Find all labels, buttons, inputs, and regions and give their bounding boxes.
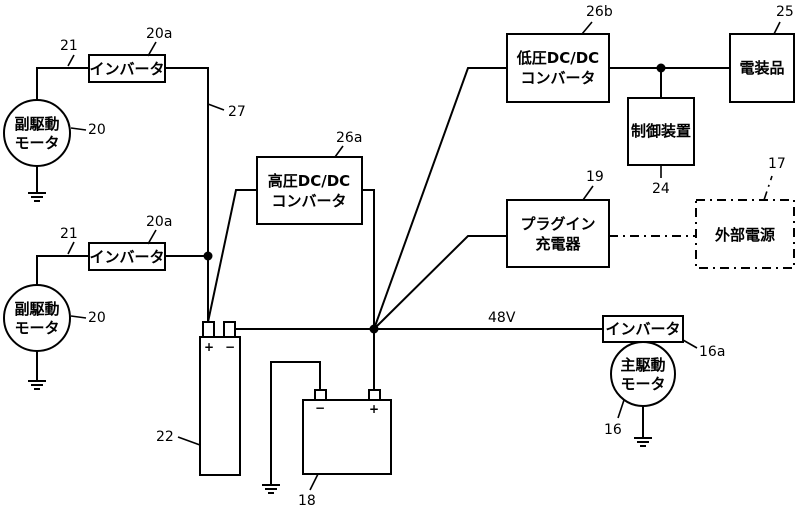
battery-18-minus-terminal xyxy=(314,389,327,401)
electrical-equipment-ref-leader xyxy=(773,21,781,35)
lv-converter-line1: 低圧DC/DC xyxy=(516,49,599,67)
electrical-equipment xyxy=(729,33,795,103)
hv-converter-line1: 高圧DC/DC xyxy=(268,172,350,190)
lv-converter-ref-leader xyxy=(581,21,593,35)
motor-lower-line2: モータ xyxy=(14,319,59,337)
motor-upper-line1: 副駆動 xyxy=(14,115,59,133)
wire-21-upper-leader xyxy=(67,54,75,67)
hv-converter-line2: コンバータ xyxy=(271,192,346,210)
main-motor-ref-leader xyxy=(617,399,625,419)
plugin-charger-group: プラグイン 充電器 19 xyxy=(506,169,696,268)
battery-18-plus-terminal xyxy=(368,389,381,401)
controller-label: 制御装置 xyxy=(631,122,691,140)
wire-inverter-upper-to-bus xyxy=(165,67,209,256)
electrical-equipment-group: 電装品 25 xyxy=(729,4,795,103)
controller-ref: 24 xyxy=(652,181,670,197)
battery-22-group: + − 22 xyxy=(156,321,241,476)
motor-lower-ref: 20 xyxy=(88,310,106,326)
battery-22-ref: 22 xyxy=(156,429,174,445)
main-inverter-ref-leader xyxy=(682,339,698,349)
plugin-charger-ref-leader xyxy=(582,185,594,201)
motor-lower-line1: 副駆動 xyxy=(14,300,59,318)
external-power-ref: 17 xyxy=(768,156,786,172)
plugin-charger xyxy=(506,199,610,268)
main-motor-line1: 主駆動 xyxy=(620,356,665,374)
wire-21-lower-ref: 21 xyxy=(60,226,78,242)
motor-lower-ref-leader xyxy=(70,315,87,319)
battery-22-minus-terminal xyxy=(223,321,236,338)
electrical-equipment-ref: 25 xyxy=(776,4,794,20)
battery-22-ref-leader xyxy=(177,436,201,446)
upper-drive-unit: 副駆動 モータ 20 21 インバータ 20a 27 xyxy=(3,26,246,256)
battery-22-plus-terminal xyxy=(202,321,215,338)
main-drive-motor xyxy=(610,341,676,407)
hv-dcdc-converter xyxy=(256,156,363,225)
wire-27-ref: 27 xyxy=(228,104,246,120)
hv-converter-ref-leader xyxy=(334,145,344,158)
ground-symbol-motor-upper xyxy=(28,166,46,202)
wire-27-leader xyxy=(207,103,225,111)
lv-converter-line2: コンバータ xyxy=(520,69,595,87)
inverter-lower-ref-leader xyxy=(147,229,157,245)
external-power xyxy=(695,199,795,269)
plugin-charger-line2: 充電器 xyxy=(535,235,581,253)
battery-22-minus-label: − xyxy=(225,340,235,354)
plugin-charger-ref: 19 xyxy=(586,169,604,185)
lv-converter-group: 低圧DC/DC コンバータ 26b xyxy=(506,4,730,103)
battery-18-minus-label: − xyxy=(315,401,325,415)
inverter-lower-label: インバータ xyxy=(89,248,164,266)
battery-18-plus-label: + xyxy=(369,402,379,416)
wire-battery-18-minus-to-ground xyxy=(270,361,321,485)
inverter-upper-ref-leader xyxy=(147,41,157,57)
sub-drive-motor-lower xyxy=(3,284,71,352)
wire-21-lower xyxy=(36,255,89,285)
controller-group: 制御装置 24 xyxy=(627,97,695,197)
main-inverter-ref: 16a xyxy=(699,344,725,360)
wire-hv-converter-to-battery-22 xyxy=(207,189,257,323)
bus-48v-label: 48V xyxy=(488,310,516,326)
battery-18-group: − + 18 xyxy=(262,361,392,509)
ground-symbol-motor-lower xyxy=(28,351,46,390)
external-power-ref-leader xyxy=(763,175,773,201)
lv-converter-ref: 26b xyxy=(586,4,613,20)
main-drive-group: インバータ 16a 主駆動 モータ 16 xyxy=(602,315,725,447)
electrical-equipment-label: 電装品 xyxy=(739,59,784,77)
external-power-group: 外部電源 17 xyxy=(695,156,795,269)
inverter-upper-ref: 20a xyxy=(146,26,172,42)
inverter-lower-ref: 20a xyxy=(146,214,172,230)
battery-22-plus-label: + xyxy=(204,340,214,354)
main-inverter-label: インバータ xyxy=(605,320,680,338)
wire-21-lower-leader xyxy=(67,241,75,255)
inverter-upper-label: インバータ xyxy=(89,60,164,78)
battery-18-ref: 18 xyxy=(298,493,316,509)
wire-node-to-plugin-charger xyxy=(373,235,507,330)
battery-18-ref-leader xyxy=(309,473,319,491)
wire-21-upper xyxy=(36,67,89,100)
motor-upper-line2: モータ xyxy=(14,134,59,152)
external-power-label: 外部電源 xyxy=(714,226,775,244)
wire-hv-converter-to-main-node xyxy=(362,189,375,328)
wire-21-upper-ref: 21 xyxy=(60,38,78,54)
motor-upper-ref-leader xyxy=(70,127,87,131)
ground-symbol-battery-18 xyxy=(262,484,280,494)
sub-drive-motor-upper xyxy=(3,99,71,167)
hv-converter-group: 高圧DC/DC コンバータ 26a xyxy=(207,130,375,328)
main-motor-line2: モータ xyxy=(620,375,665,393)
wire-node-to-lv-converter xyxy=(373,67,507,330)
hv-converter-ref: 26a xyxy=(336,130,362,146)
main-motor-ref: 16 xyxy=(604,422,622,438)
ground-symbol-main-motor xyxy=(634,406,652,447)
lower-drive-unit: 副駆動 モータ 20 21 インバータ 20a xyxy=(3,214,208,390)
battery-18 xyxy=(302,399,392,475)
motor-upper-ref: 20 xyxy=(88,122,106,138)
lv-dcdc-converter xyxy=(506,33,610,103)
battery-22 xyxy=(199,336,241,476)
plugin-charger-line1: プラグイン xyxy=(520,215,595,233)
